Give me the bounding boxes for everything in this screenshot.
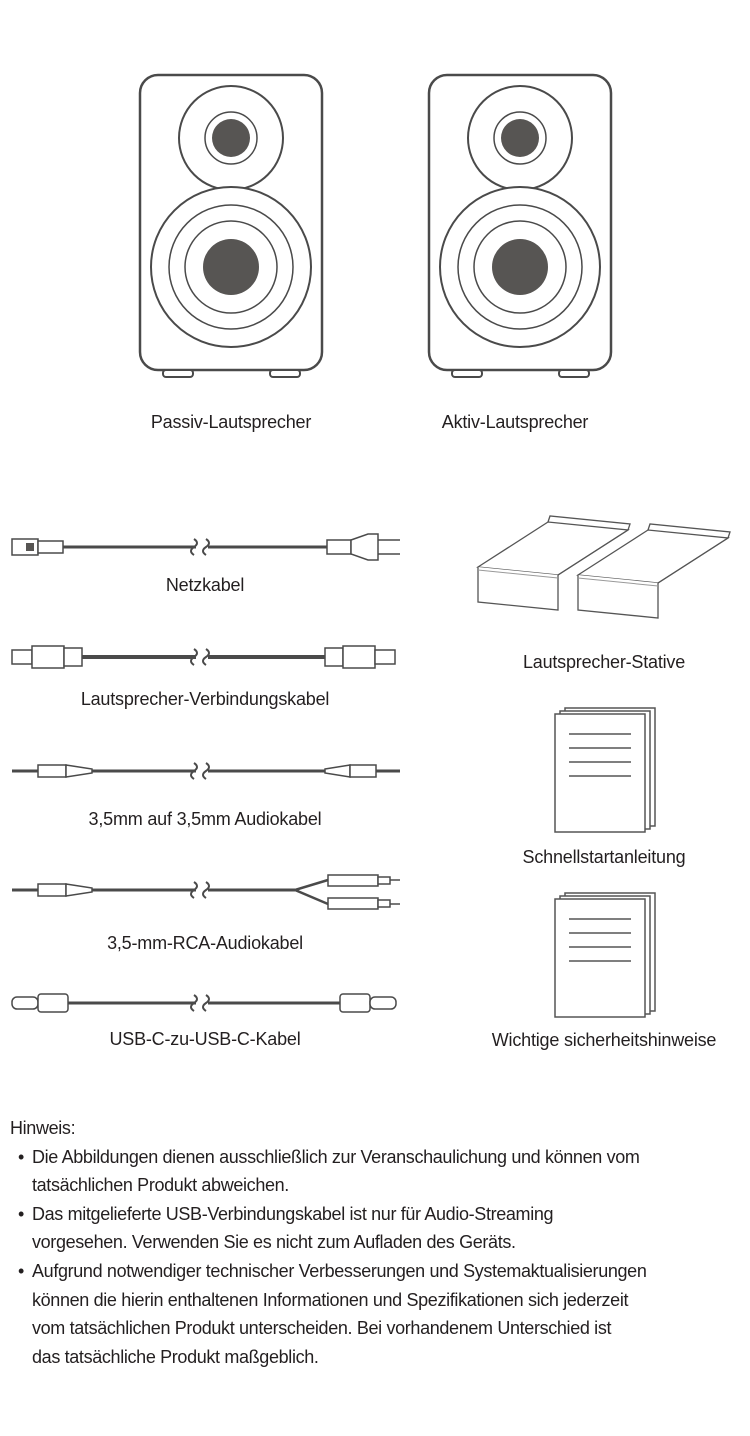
note-bullet-2-line-1: Das mitgelieferte USB-Verbindungskabel i… <box>32 1203 554 1224</box>
passive-speaker-icon <box>138 73 324 379</box>
active-speaker-icon <box>427 73 613 379</box>
active-speaker-label: Aktiv-Lautsprecher <box>441 412 589 432</box>
power-cable-icon <box>11 533 400 561</box>
rca-cable-icon <box>12 874 400 910</box>
quick-start-guide-label: Schnellstartanleitung <box>522 847 686 867</box>
safety-instructions-label: Wichtige sicherheitshinweise <box>491 1030 717 1050</box>
speaker-link-cable-label: Lautsprecher-Verbindungskabel <box>80 689 330 709</box>
safety-instructions-icon <box>554 892 656 1018</box>
usb-c-cable-label: USB-C-zu-USB-C-Kabel <box>109 1029 301 1049</box>
note-bullet-3-line-3: vom tatsächlichen Produkt unterscheiden.… <box>32 1318 612 1339</box>
note-bullet-1-line-1: Die Abbildungen dienen ausschließlich zu… <box>32 1146 640 1167</box>
speaker-stands-label: Lautsprecher-Stative <box>522 652 686 672</box>
speaker-link-cable-icon <box>11 645 396 669</box>
quick-start-guide-icon <box>554 707 656 833</box>
aux-cable-icon <box>12 762 400 780</box>
usb-c-cable-icon <box>11 993 397 1013</box>
package-contents-illustration <box>11 73 731 1018</box>
bullet-icon: • <box>18 1203 24 1224</box>
rca-cable-label: 3,5-mm-RCA-Audiokabel <box>107 933 303 953</box>
note-bullet-1-line-2: tatsächlichen Produkt abweichen. <box>32 1175 289 1196</box>
aux-cable-label: 3,5mm auf 3,5mm Audiokabel <box>88 809 322 829</box>
note-bullet-3-line-1: Aufgrund notwendiger technischer Verbess… <box>32 1260 647 1281</box>
speaker-stands-icon <box>477 515 731 619</box>
note-title: Hinweis: <box>10 1118 76 1138</box>
note-bullet-3-line-4: das tatsächliche Produkt maßgeblich. <box>32 1346 319 1367</box>
note-section: Hinweis: • Die Abbildungen dienen ausschl… <box>10 1114 647 1371</box>
power-cable-label: Netzkabel <box>165 575 245 595</box>
bullet-icon: • <box>18 1260 24 1281</box>
note-bullet-3-line-2: können die hierin enthaltenen Informatio… <box>32 1289 629 1310</box>
bullet-icon: • <box>18 1146 24 1167</box>
passive-speaker-label: Passiv-Lautsprecher <box>150 412 312 432</box>
note-bullet-2-line-2: vorgesehen. Verwenden Sie es nicht zum A… <box>32 1232 516 1253</box>
